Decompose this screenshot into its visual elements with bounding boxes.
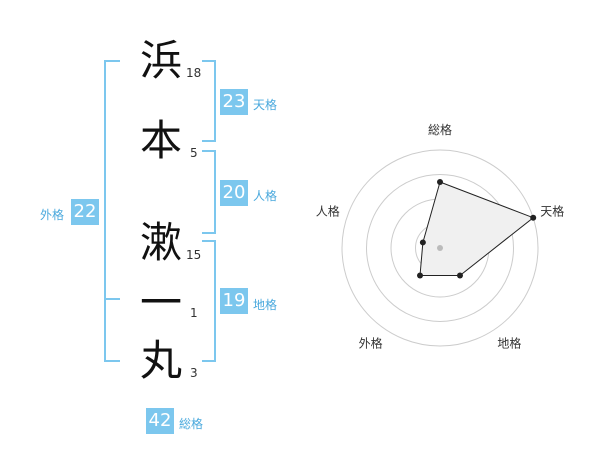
chikaku-value: 19 <box>220 288 248 314</box>
soukaku-label: 総格 <box>179 417 204 431</box>
radar-point <box>419 239 426 246</box>
gaikaku-bracket-top <box>104 60 120 300</box>
name-char-5: 丸 <box>140 336 183 385</box>
radar-point <box>437 179 443 185</box>
stroke-count-5: 3 <box>190 366 198 380</box>
stroke-count-3: 15 <box>186 248 202 262</box>
radar-point <box>417 272 424 279</box>
radar-ring <box>341 149 539 347</box>
stroke-count-4: 1 <box>190 306 198 320</box>
gaikaku-label: 外格 <box>40 208 65 222</box>
radar-axis-label: 人格 <box>316 204 340 219</box>
radar-center <box>437 245 443 251</box>
jinkaku-value: 20 <box>220 180 248 206</box>
radar-ring <box>366 174 514 322</box>
radar-axis-label: 総格 <box>428 122 452 137</box>
radar-axis-label: 外格 <box>359 335 383 350</box>
radar-axis-label: 天格 <box>540 204 564 219</box>
tenkaku-value: 23 <box>220 89 248 115</box>
radar-point <box>456 272 463 279</box>
name-char-4: 一 <box>140 278 183 327</box>
chikaku-label: 地格 <box>253 298 278 312</box>
name-char-2: 本 <box>140 116 183 165</box>
radar-axis-label: 地格 <box>497 335 521 350</box>
gaikaku-bracket-bottom <box>104 298 120 362</box>
tenkaku-label: 天格 <box>253 98 278 112</box>
radar-point <box>530 214 537 221</box>
name-char-3: 漱 <box>140 218 183 267</box>
name-char-1: 浜 <box>140 36 183 85</box>
chikaku-bracket <box>202 240 216 362</box>
soukaku-value: 42 <box>146 408 174 434</box>
jinkaku-bracket <box>202 150 216 234</box>
stroke-count-2: 5 <box>190 146 198 160</box>
jinkaku-label: 人格 <box>253 189 278 203</box>
stroke-count-1: 18 <box>186 66 202 80</box>
tenkaku-bracket <box>202 60 216 142</box>
radar-series-area <box>419 181 535 277</box>
gaikaku-value: 22 <box>71 199 99 225</box>
